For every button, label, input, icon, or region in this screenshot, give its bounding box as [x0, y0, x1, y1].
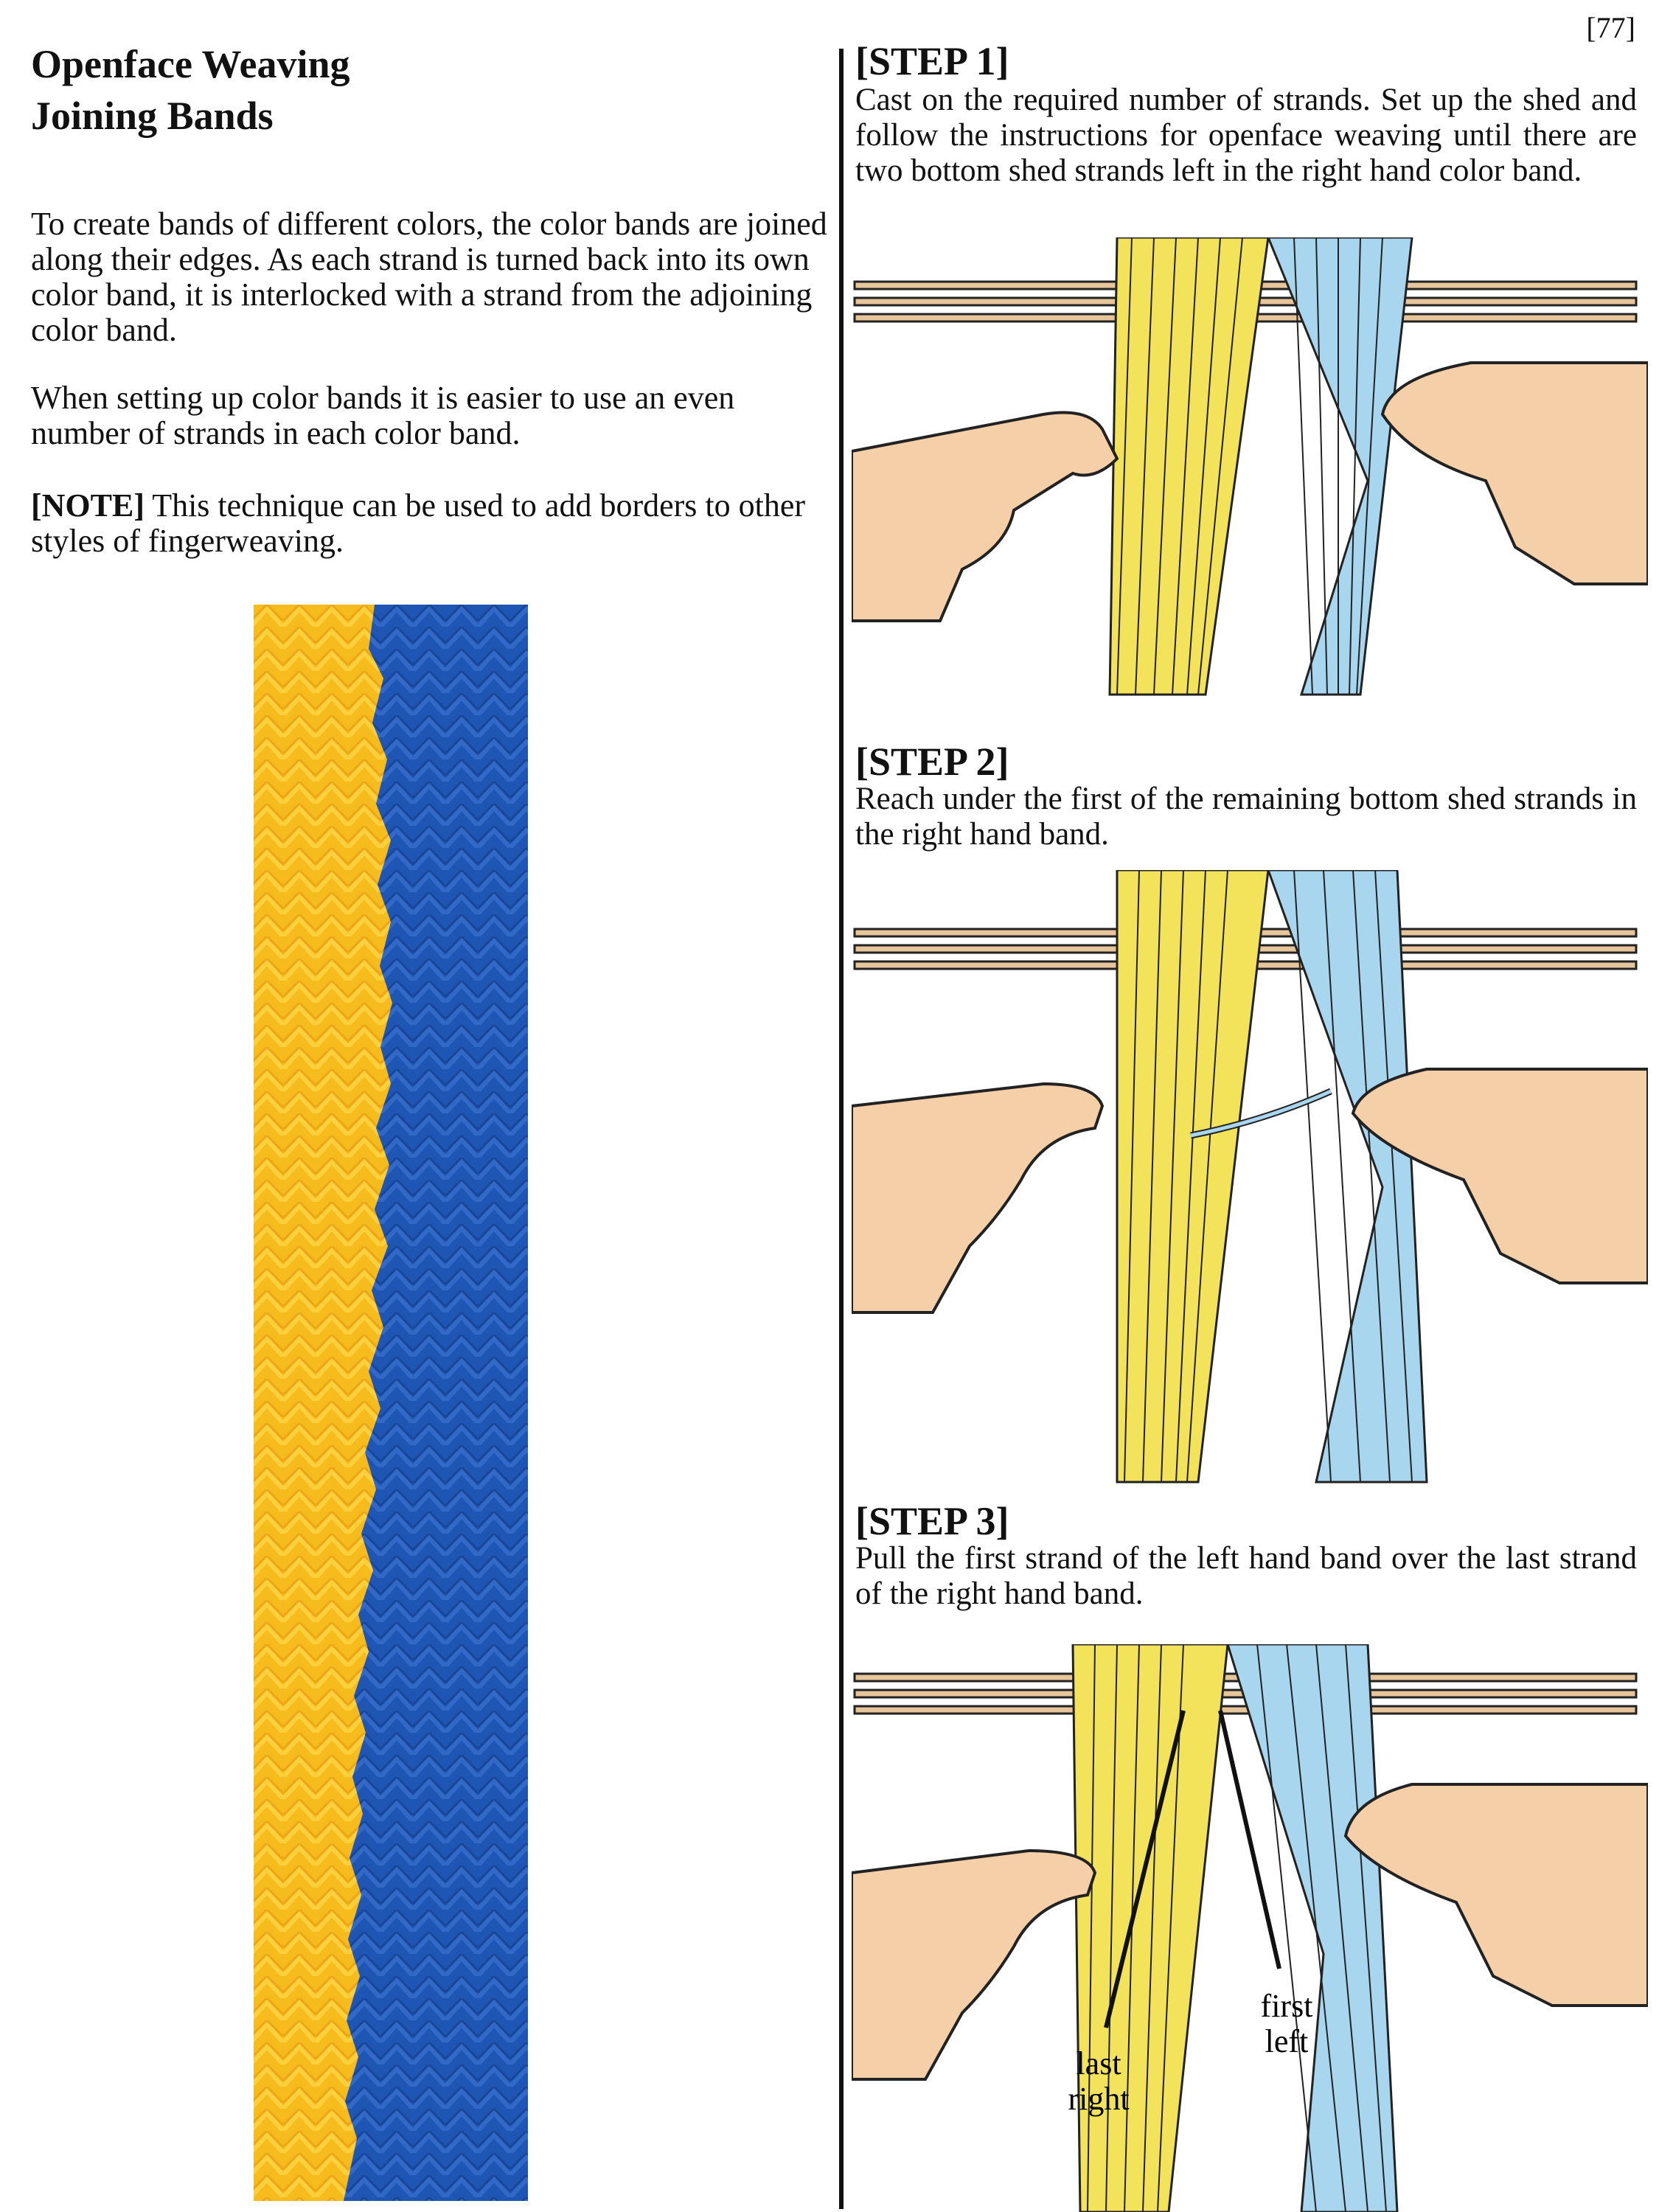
last-right-pointer: [1104, 1710, 1186, 2028]
column-divider: [839, 49, 844, 2209]
step-1-illustration: [852, 237, 1648, 696]
step-1-text: Cast on the required number of strands. …: [855, 83, 1637, 188]
note-label: [NOTE]: [31, 487, 145, 524]
step-3-illustration: last right first left: [852, 1644, 1648, 2212]
woven-band-photo: [254, 605, 528, 2201]
callout-left: left: [1265, 2023, 1309, 2059]
title-line-1: Openface Weaving: [31, 42, 350, 86]
step-1-heading: [STEP 1]: [855, 39, 1009, 83]
step-3-text: Pull the first strand of the left hand b…: [855, 1541, 1637, 1611]
note-paragraph: [NOTE] This technique can be used to add…: [31, 488, 827, 559]
first-left-pointer: [1218, 1710, 1281, 1969]
page-title: Openface Weaving Joining Bands: [31, 38, 805, 142]
page-number: [77]: [1586, 11, 1635, 44]
note-text: This technique can be used to add border…: [31, 487, 806, 559]
callout-last: last: [1076, 2045, 1121, 2081]
step-2-heading: [STEP 2]: [855, 740, 1009, 784]
callout-first: first: [1261, 1988, 1313, 2024]
title-line-2: Joining Bands: [31, 94, 274, 138]
step-2-text: Reach under the first of the remaining b…: [855, 782, 1637, 852]
step-3-heading: [STEP 3]: [855, 1499, 1009, 1543]
intro-paragraph-2: When setting up color bands it is easier…: [31, 380, 735, 451]
step-2-illustration: [852, 870, 1648, 1484]
callout-right: right: [1068, 2081, 1129, 2117]
intro-paragraph-1: To create bands of different colors, the…: [31, 206, 827, 348]
